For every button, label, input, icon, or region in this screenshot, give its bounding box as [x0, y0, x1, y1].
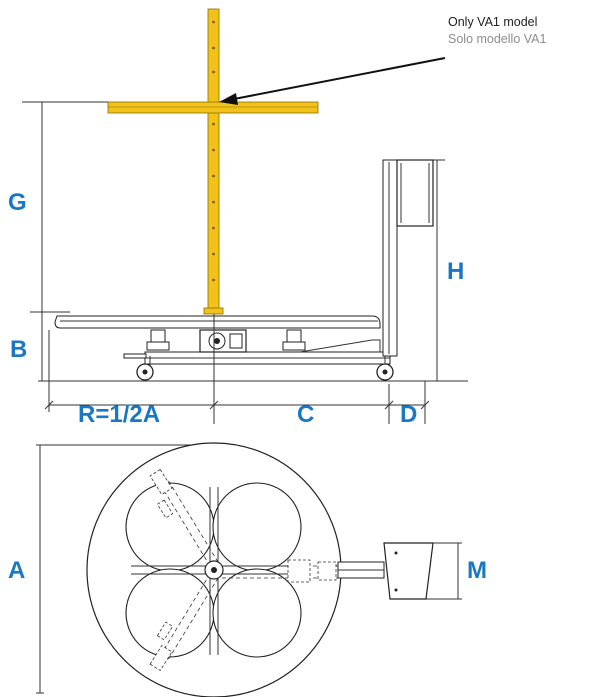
- mast-hole: [212, 70, 215, 74]
- dimension-a: [36, 444, 214, 694]
- left-caster: [123, 353, 154, 381]
- dimension-h: [433, 159, 445, 382]
- carriage-head-top: [383, 542, 434, 600]
- gear-motor: [199, 329, 247, 353]
- dimension-label-g: G: [8, 189, 27, 216]
- dimension-label-h: H: [447, 258, 464, 285]
- caster-arm-bottom: [149, 573, 219, 672]
- dimension-g-b: [22, 101, 108, 382]
- right-roller: [282, 329, 306, 351]
- dimension-label-c: C: [297, 401, 314, 428]
- dimension-label-m: M: [467, 557, 487, 584]
- chassis-ramp: [299, 339, 381, 353]
- right-caster: [376, 356, 394, 381]
- caster-arm-top: [149, 468, 219, 567]
- dimension-label-b: B: [10, 336, 27, 363]
- mast-hole: [212, 174, 215, 178]
- caster-arm-right: [222, 559, 340, 583]
- callout-note-en: Only VA1 model: [448, 15, 537, 29]
- mast-hole: [212, 122, 215, 126]
- dimension-r-c-d: [44, 330, 430, 424]
- mast-hole: [212, 148, 215, 152]
- side-view: Only VA1 model Solo modello VA1 G B H: [8, 8, 546, 428]
- dimension-label-d: D: [400, 401, 417, 428]
- load-circle-bottom-left: [125, 568, 215, 658]
- dimension-label-a: A: [8, 557, 25, 584]
- callout-arrow: [219, 57, 446, 105]
- mast-hole: [212, 226, 215, 230]
- platform: [54, 315, 381, 329]
- mast-hole: [212, 46, 215, 50]
- mast-hole: [212, 252, 215, 256]
- load-circle-top-right: [212, 482, 302, 572]
- mast-hole: [212, 20, 215, 24]
- mast-hole: [212, 278, 215, 282]
- frame-column: [382, 159, 398, 357]
- load-circle-top-left: [125, 482, 215, 572]
- callout-note-it: Solo modello VA1: [448, 32, 546, 46]
- dimension-m: [426, 542, 462, 600]
- load-circle-bottom-right: [212, 568, 302, 658]
- top-bar-va1: [107, 101, 319, 114]
- carriage-head: [396, 159, 434, 227]
- center-hub: [204, 560, 224, 580]
- dimension-label-r: R=1/2A: [78, 401, 160, 428]
- frame-arm: [337, 561, 385, 579]
- left-roller: [146, 329, 170, 351]
- top-view: A: [8, 442, 487, 697]
- yellow-mast: [203, 8, 224, 315]
- mast-holes: [212, 20, 215, 282]
- mast-hole: [212, 200, 215, 204]
